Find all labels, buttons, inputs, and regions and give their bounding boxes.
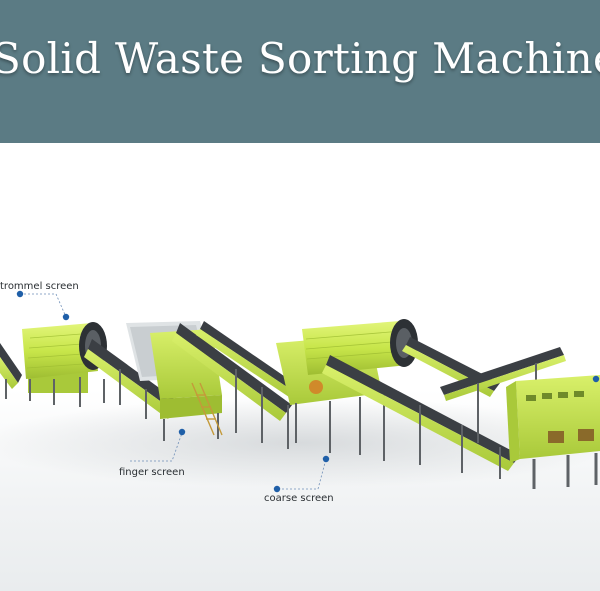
incline-conveyor-3 [322,355,520,479]
callout-finger [130,432,183,462]
callout-dot-baler [592,375,600,383]
callout-anchor-coarse [322,455,330,463]
left-conveyor [0,343,22,399]
label-finger-screen: finger screen [119,467,185,478]
label-coarse-screen: coarse screen [264,493,334,504]
baler-machine [506,375,600,489]
machinery-illustration: trommel screen finger screen coarse scre… [0,143,600,591]
banner-title: Solid Waste Sorting Machinery [0,34,600,83]
callout-dot-trommel [16,290,24,298]
callout-anchor-finger [178,428,186,436]
callout-dot-coarse [273,485,281,493]
callout-trommel [20,293,67,318]
incline-conveyor-1 [84,339,180,419]
machinery-drawing [0,290,600,493]
motor [309,380,323,394]
incline-conveyor-4 [402,337,566,443]
callout-coarse [278,458,327,490]
incline-conveyor-2 [172,321,300,449]
title-banner: Solid Waste Sorting Machinery [0,0,600,143]
label-trommel-screen: trommel screen [0,281,79,292]
callout-anchor-trommel [62,313,70,321]
